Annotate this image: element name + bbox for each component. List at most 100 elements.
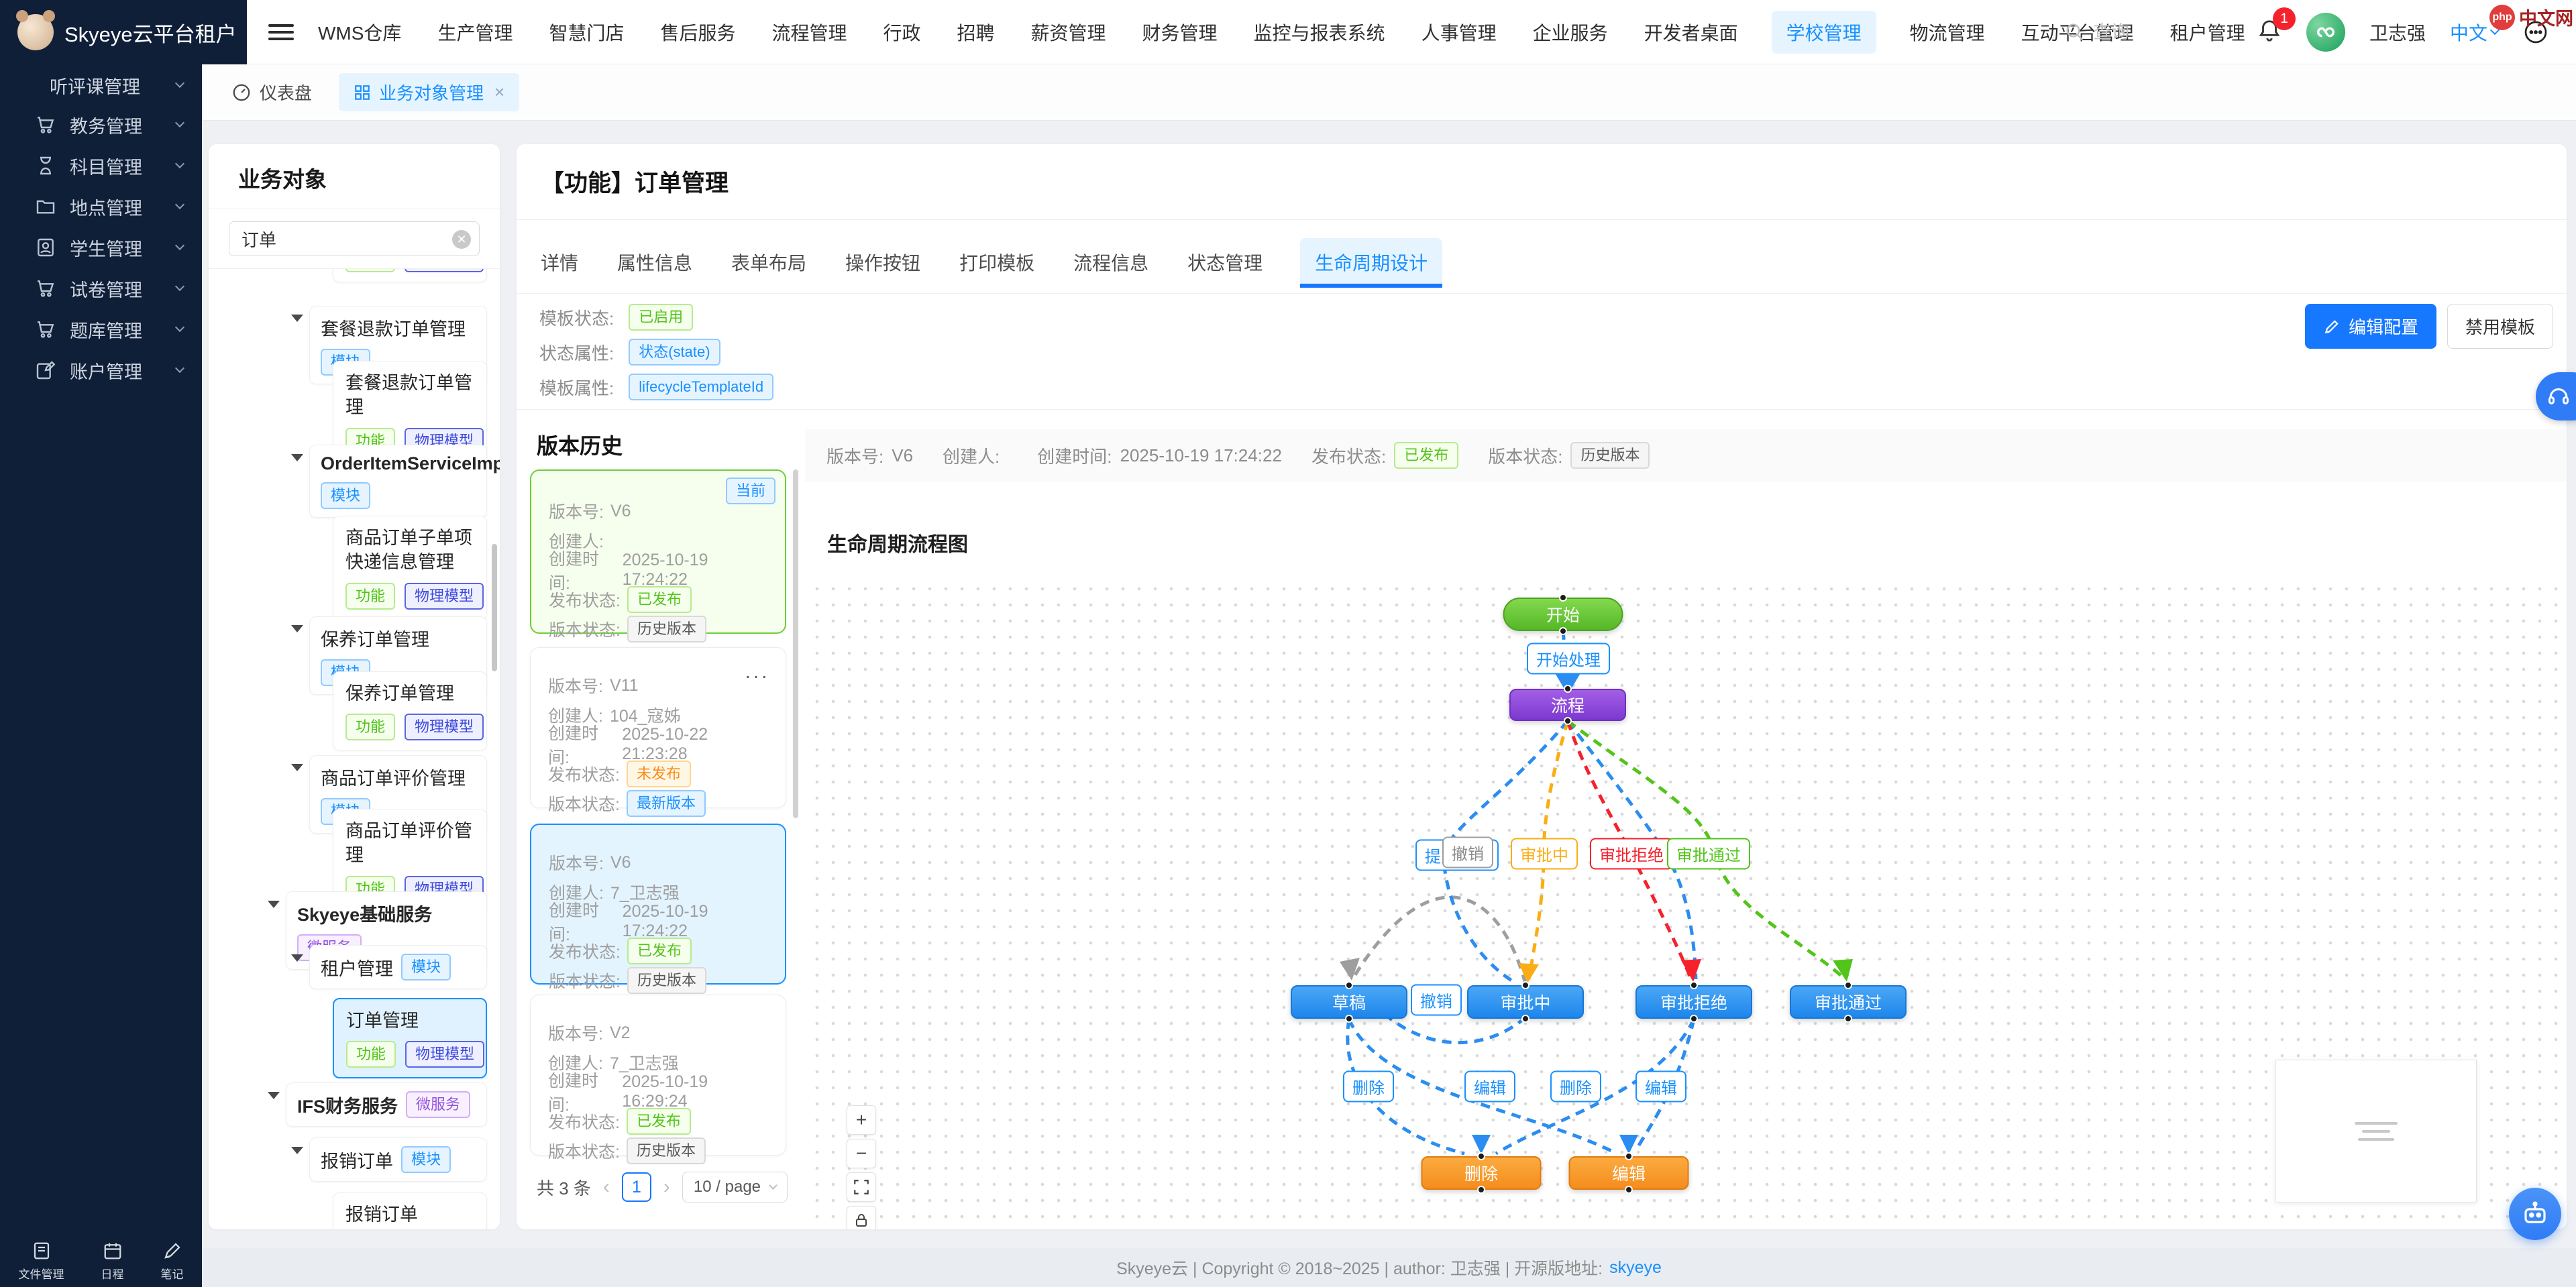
version-card-v11[interactable]: ··· 版本号:V11 创建人:104_寇姊 创建时间:2025-10-22 2… xyxy=(530,647,786,817)
tree-expand-arrow[interactable] xyxy=(291,625,303,632)
page-size-select[interactable]: 10 / page xyxy=(682,1172,788,1202)
flow-node-approving[interactable]: 审批中 xyxy=(1467,985,1584,1019)
tab-lifecycle-design-active[interactable]: 生命周期设计 xyxy=(1300,238,1443,288)
tab-detail[interactable]: 详情 xyxy=(541,253,579,274)
nav-item-salary[interactable]: 薪资管理 xyxy=(1030,23,1106,44)
nav-item-aftersales[interactable]: 售后服务 xyxy=(660,23,736,44)
nav-item-school-active[interactable]: 学校管理 xyxy=(1771,11,1876,54)
user-avatar[interactable] xyxy=(2306,13,2345,52)
nav-item-process[interactable]: 流程管理 xyxy=(771,23,847,44)
flow-node-delete[interactable]: 删除 xyxy=(1421,1156,1542,1190)
sidebar-tool-schedule[interactable]: 日程 xyxy=(101,1241,124,1282)
nav-item-monitor[interactable]: 监控与报表系统 xyxy=(1253,23,1385,44)
lifecycle-flow-canvas[interactable]: 开始 流程 草稿 审批中 审批拒绝 审批通过 删除 编辑 xyxy=(805,577,2567,1229)
sidebar-item-location[interactable]: 地点管理 xyxy=(0,190,202,223)
language-switch[interactable]: 中文 xyxy=(2450,19,2500,46)
tab-business-object-active[interactable]: 业务对象管理 × xyxy=(339,73,520,111)
nav-item-recruit[interactable]: 招聘 xyxy=(957,23,995,44)
sidebar-item-subject[interactable]: 科目管理 xyxy=(0,149,202,182)
clear-search-icon[interactable]: ✕ xyxy=(452,230,471,249)
version-status-badge: 历史版本 xyxy=(1570,442,1650,469)
tree-leaf-express-info[interactable]: 商品订单子单项快递信息管理 功能物理模型 xyxy=(333,516,487,620)
nav-item-wms[interactable]: WMS仓库 xyxy=(318,23,402,44)
tree-leaf-maintenance[interactable]: 保养订单管理 功能物理模型 xyxy=(333,671,487,751)
port xyxy=(1844,1015,1852,1023)
version-card-current[interactable]: 当前 版本号:V6 创建人: 创建时间:2025-10-19 17:24:22 … xyxy=(530,469,786,642)
help-widget[interactable] xyxy=(2536,372,2576,421)
lock-button[interactable] xyxy=(847,1206,876,1229)
assistant-fab[interactable] xyxy=(2509,1188,2561,1240)
flow-node-rejected[interactable]: 审批拒绝 xyxy=(1635,985,1752,1019)
close-tab-icon[interactable]: × xyxy=(494,82,505,102)
tab-attributes[interactable]: 属性信息 xyxy=(617,253,693,274)
tree-expand-arrow[interactable] xyxy=(291,1147,303,1154)
tree-module-tenant[interactable]: 租户管理模块 xyxy=(309,945,487,989)
sidebar-item-academic[interactable]: 教务管理 xyxy=(0,108,202,142)
tab-process-info[interactable]: 流程信息 xyxy=(1073,253,1149,274)
global-search-input[interactable] xyxy=(2092,21,2220,43)
collapse-menu-icon[interactable] xyxy=(268,20,294,43)
tab-print-template[interactable]: 打印模板 xyxy=(959,253,1035,274)
sidebar-tool-files[interactable]: 文件管理 xyxy=(19,1241,64,1282)
tree-expand-arrow[interactable] xyxy=(268,901,280,908)
tab-action-buttons[interactable]: 操作按钮 xyxy=(845,253,921,274)
tree-service-ifs[interactable]: IFS财务服务微服务 xyxy=(286,1082,487,1127)
port xyxy=(1625,1186,1633,1194)
flow-node-start[interactable]: 开始 xyxy=(1503,598,1623,631)
zoom-in-button[interactable]: + xyxy=(847,1105,876,1135)
nav-item-logistics[interactable]: 物流管理 xyxy=(1909,23,1985,44)
flow-minimap[interactable] xyxy=(2275,1060,2477,1202)
sidebar-item-student[interactable]: 学生管理 xyxy=(0,231,202,264)
user-name[interactable]: 卫志强 xyxy=(2369,23,2426,44)
nav-item-hr[interactable]: 人事管理 xyxy=(1421,23,1497,44)
tree-expand-arrow[interactable] xyxy=(291,954,303,962)
edit-config-button[interactable]: 编辑配置 xyxy=(2304,304,2436,349)
next-page-icon[interactable]: › xyxy=(663,1176,670,1198)
prev-page-icon[interactable]: ‹ xyxy=(602,1176,610,1198)
tab-state-management[interactable]: 状态管理 xyxy=(1187,253,1263,274)
notification-bell[interactable]: 1 xyxy=(2257,7,2296,47)
chevron-down-icon xyxy=(769,1180,777,1190)
page-number[interactable]: 1 xyxy=(621,1172,651,1202)
tree-search-input[interactable] xyxy=(241,228,448,249)
tree-expand-arrow[interactable] xyxy=(291,764,303,771)
tree-expand-arrow[interactable] xyxy=(291,454,303,461)
badge-physical-model: 物理模型 xyxy=(405,1041,485,1068)
card-menu-icon[interactable]: ··· xyxy=(745,665,769,686)
tree-module-reimburse[interactable]: 报销订单模块 xyxy=(309,1137,487,1182)
nav-item-devdesk[interactable]: 开发者桌面 xyxy=(1644,23,1738,44)
nav-item-production[interactable]: 生产管理 xyxy=(437,23,513,44)
sidebar-item-account[interactable]: 账户管理 xyxy=(0,353,202,387)
nav-item-smart-store[interactable]: 智慧门店 xyxy=(549,23,625,44)
nav-item-finance[interactable]: 财务管理 xyxy=(1142,23,1218,44)
zoom-out-button[interactable]: − xyxy=(847,1139,876,1168)
version-list-scrollbar[interactable] xyxy=(793,469,798,818)
tree-scrollbar[interactable] xyxy=(492,544,497,671)
disable-template-button[interactable]: 禁用模板 xyxy=(2447,304,2553,349)
flow-node-draft[interactable]: 草稿 xyxy=(1291,985,1407,1019)
tree-search-box: ✕ xyxy=(229,221,480,256)
footer-link-skyeye[interactable]: skyeye xyxy=(1609,1257,1662,1277)
flow-node-edit[interactable]: 编辑 xyxy=(1568,1156,1689,1190)
fit-view-button[interactable] xyxy=(847,1172,876,1202)
sidebar-item-exam-paper[interactable]: 试卷管理 xyxy=(0,272,202,305)
version-card-v2[interactable]: 版本号:V2 创建人:7_卫志强 创建时间:2025-10-19 16:29:2… xyxy=(530,995,786,1164)
chat-icon[interactable] xyxy=(2522,19,2549,46)
sidebar-item-listening[interactable]: 听评课管理 xyxy=(0,68,202,102)
tree-expand-arrow[interactable] xyxy=(268,1092,280,1099)
sidebar-tool-notes[interactable]: 笔记 xyxy=(161,1241,184,1282)
nav-item-admin[interactable]: 行政 xyxy=(883,23,921,44)
tab-form-layout[interactable]: 表单布局 xyxy=(731,253,807,274)
flow-node-approved[interactable]: 审批通过 xyxy=(1790,985,1907,1019)
tree-expand-arrow[interactable] xyxy=(291,315,303,322)
tree-leaf-order-selected[interactable]: 订单管理 功能物理模型 xyxy=(333,998,487,1079)
port xyxy=(1521,981,1529,989)
tab-dashboard[interactable]: 仪表盘 xyxy=(231,80,312,105)
nav-item-enterprise[interactable]: 企业服务 xyxy=(1532,23,1608,44)
sidebar-item-question-bank[interactable]: 题库管理 xyxy=(0,313,202,346)
version-card-selected[interactable]: 版本号:V6 创建人:7_卫志强 创建时间:2025-10-19 17:24:2… xyxy=(530,824,786,994)
flow-node-process[interactable]: 流程 xyxy=(1509,689,1626,721)
